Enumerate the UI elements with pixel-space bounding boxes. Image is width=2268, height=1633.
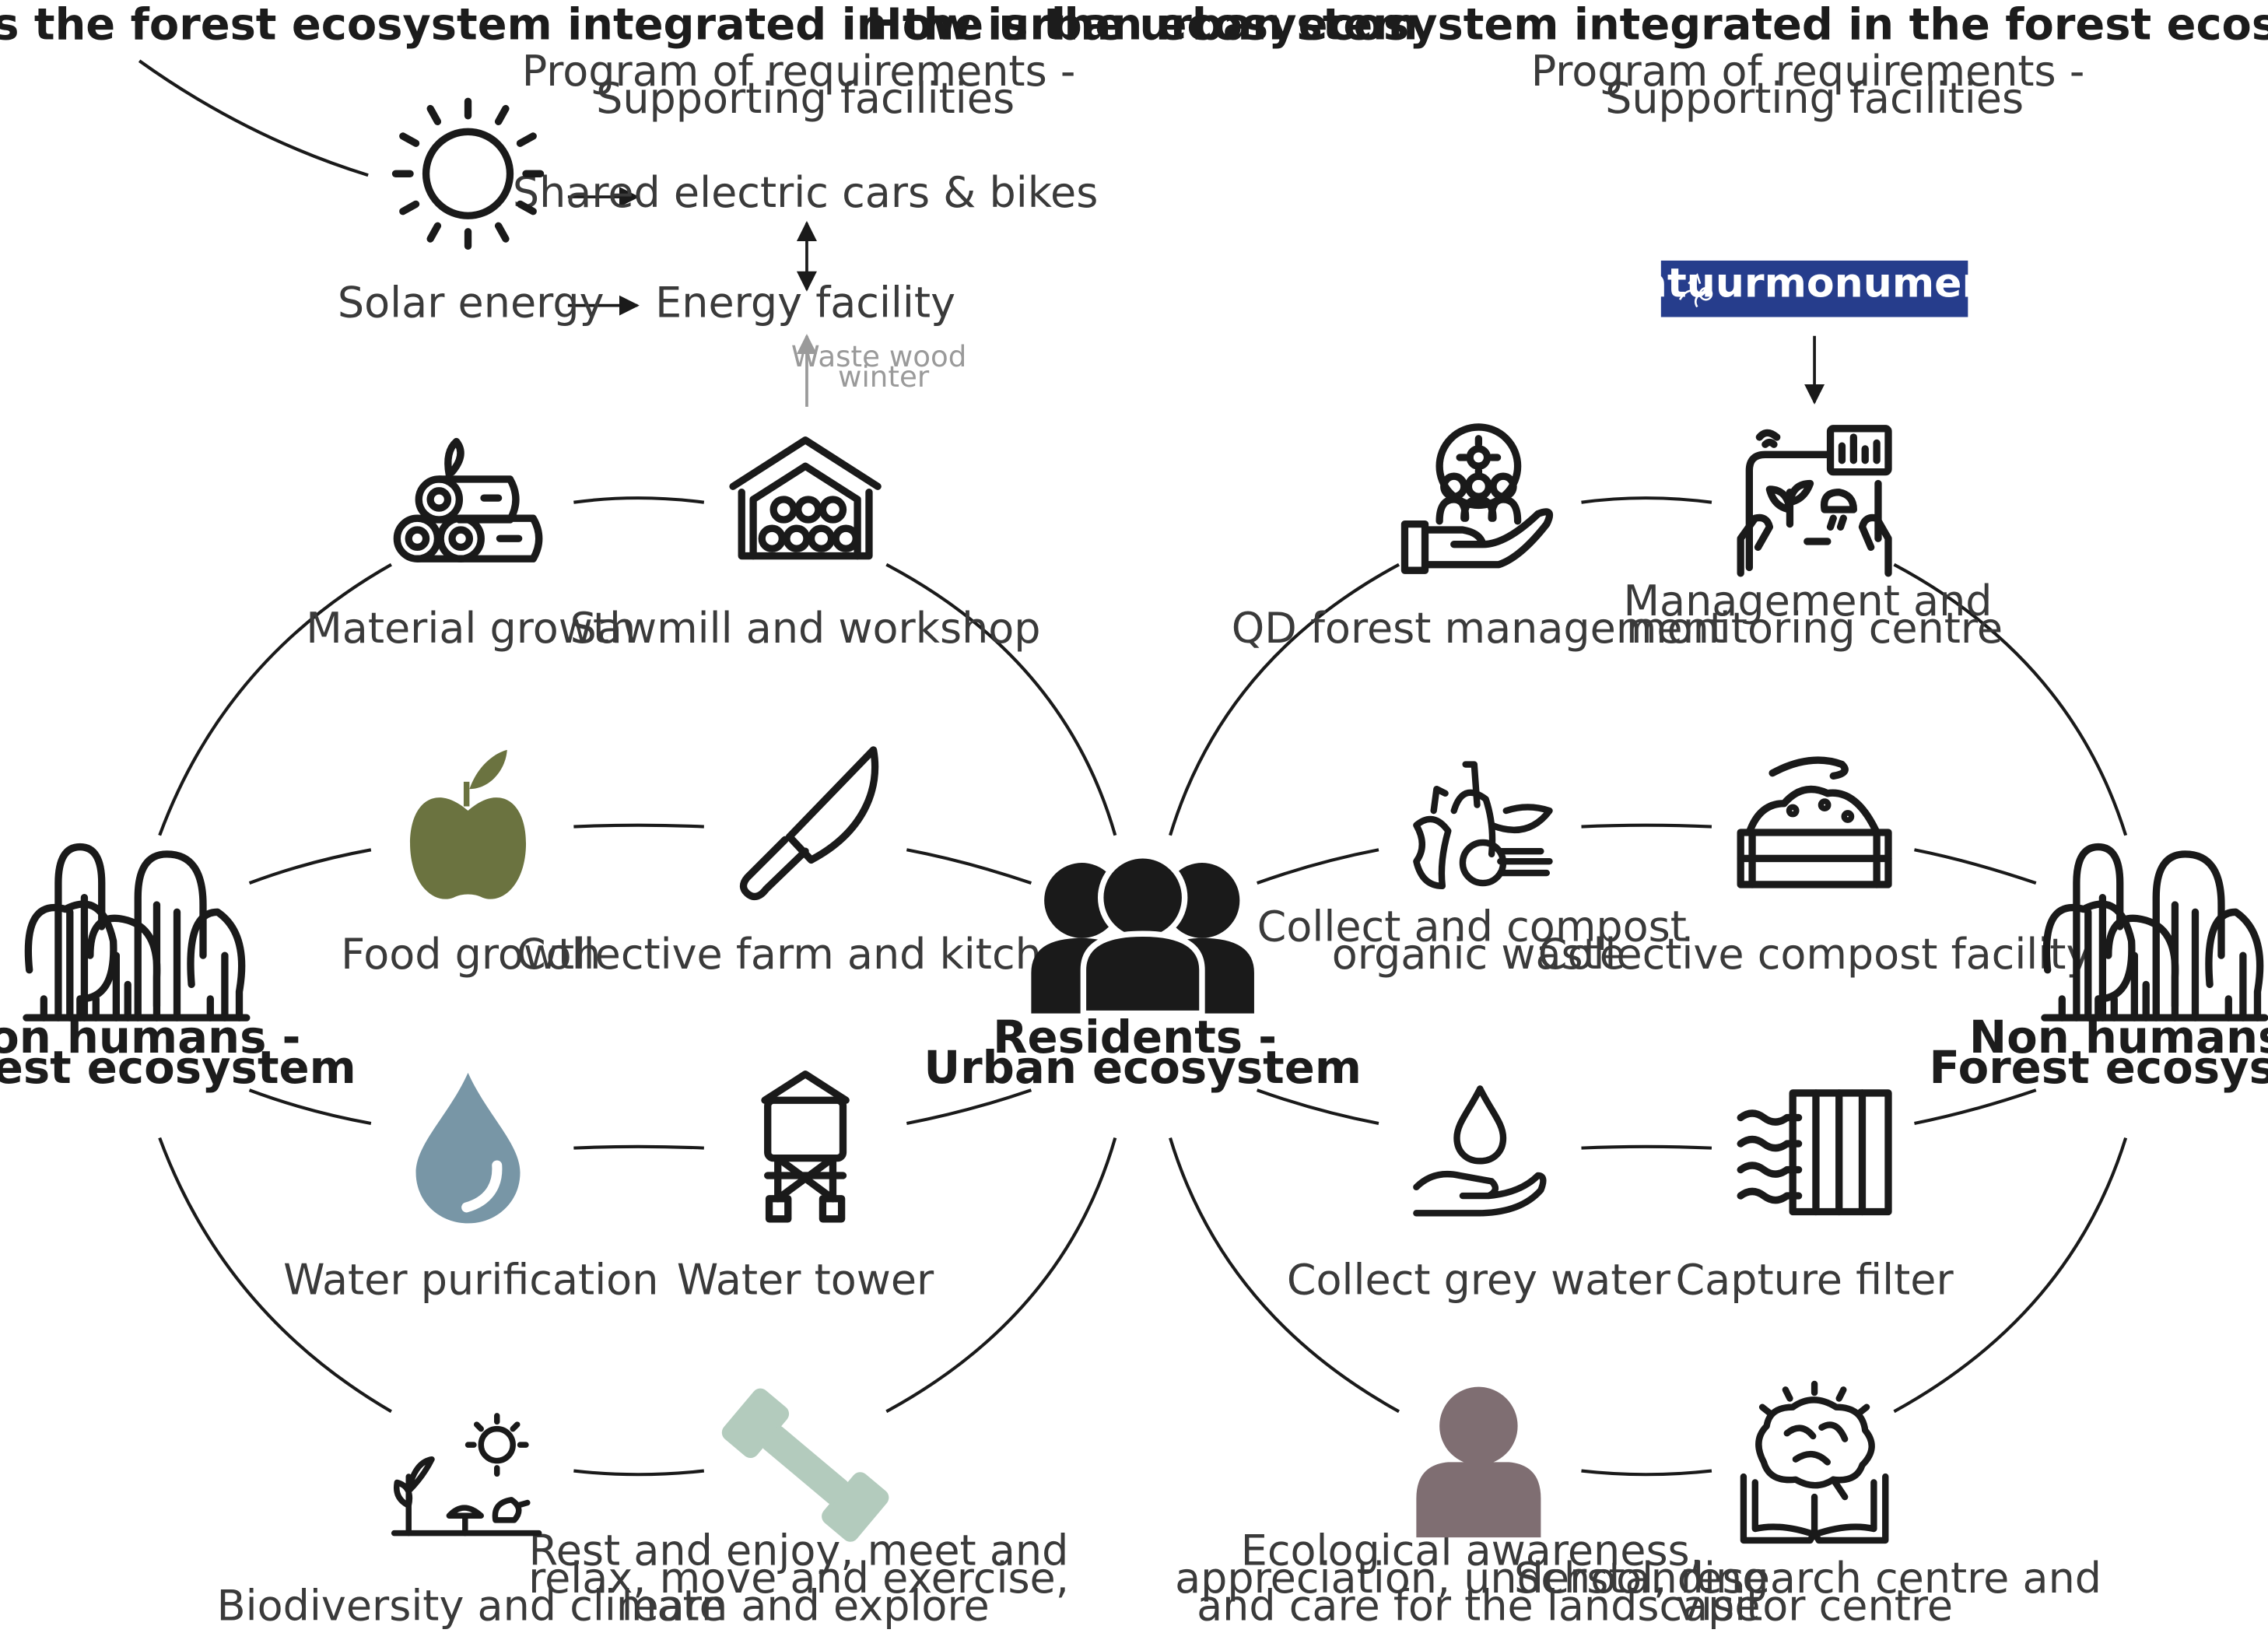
biodiversity-label: Biodiversity and climate bbox=[217, 1581, 725, 1630]
material-growth-label: Material growth bbox=[306, 604, 636, 653]
organic-waste-icon bbox=[1413, 761, 1553, 890]
left-non-humans-label: Non humans - Forest ecosystem bbox=[0, 1011, 356, 1094]
right-non-humans-label: Non humans - Forest ecosystem bbox=[1930, 1011, 2268, 1094]
collect-compost-label: Collect and compost organic waste bbox=[1257, 902, 1700, 979]
sun-icon bbox=[391, 97, 545, 250]
compost-facility-label: Collective compost facility bbox=[1538, 930, 2091, 979]
people-group-icon bbox=[1031, 853, 1254, 1017]
compost-crate-icon bbox=[1737, 756, 1892, 888]
shared-cars-label: Shared electric cars & bikes bbox=[513, 168, 1099, 217]
water-tower-label: Water tower bbox=[677, 1256, 934, 1305]
waste-wood-label: Waste wood winter bbox=[791, 339, 976, 394]
water-hand-icon bbox=[1413, 1085, 1547, 1217]
connector-lines bbox=[138, 59, 2128, 1477]
rest-label: Rest and enjoy, meet and relax, move and… bbox=[528, 1526, 1082, 1631]
brand-label: Natuurmonumenten bbox=[1606, 260, 2066, 307]
right-title: How is the urban ecosystem integrated in… bbox=[866, 0, 2268, 50]
left-title: How is the forest ecosystem integrated i… bbox=[0, 0, 1418, 50]
logs-icon bbox=[393, 437, 543, 562]
left-program-label: Program of requirements - Supporting fac… bbox=[522, 47, 1089, 123]
solar-energy-label: Solar energy bbox=[338, 279, 605, 328]
water-purification-label: Water purification bbox=[283, 1256, 658, 1305]
residents-label: Residents - Urban ecosystem bbox=[924, 1011, 1362, 1094]
plants-sun-icon bbox=[391, 1413, 542, 1537]
energy-facility-label: Energy facility bbox=[655, 279, 955, 328]
brain-book-icon bbox=[1740, 1380, 1889, 1544]
food-growth-label: Food growth bbox=[341, 930, 601, 979]
energy-arrows bbox=[567, 187, 1825, 407]
dumbbell-icon bbox=[721, 1388, 889, 1542]
sawmill-label: Sawmill and workshop bbox=[570, 604, 1041, 653]
tablet-monitoring-icon bbox=[1737, 425, 1892, 577]
water-drop-icon bbox=[415, 1072, 521, 1224]
sawmill-icon bbox=[729, 436, 882, 560]
filter-icon bbox=[1737, 1089, 1892, 1216]
apple-icon bbox=[410, 749, 527, 899]
hand-community-icon bbox=[1400, 423, 1554, 574]
farm-kitchen-label: Collective farm and kitchen bbox=[517, 930, 1094, 979]
capture-filter-label: Capture filter bbox=[1675, 1256, 1954, 1305]
person-icon bbox=[1416, 1386, 1541, 1538]
forest-icon bbox=[2041, 843, 2268, 1022]
water-tower-icon bbox=[761, 1071, 850, 1223]
right-program-label: Program of requirements - Supporting fac… bbox=[1531, 47, 2098, 123]
knife-icon bbox=[739, 746, 879, 901]
school-label: School, research centre and visitor cent… bbox=[1514, 1554, 2115, 1630]
natuurmonumenten-logo: Natuurmonumenten bbox=[1606, 260, 2066, 317]
management-label: Management and monitoring centre bbox=[1623, 576, 2005, 653]
qd-forest-label: QD forest management bbox=[1232, 604, 1726, 653]
grey-water-label: Collect grey water bbox=[1287, 1256, 1671, 1305]
forest-icon bbox=[23, 843, 251, 1022]
